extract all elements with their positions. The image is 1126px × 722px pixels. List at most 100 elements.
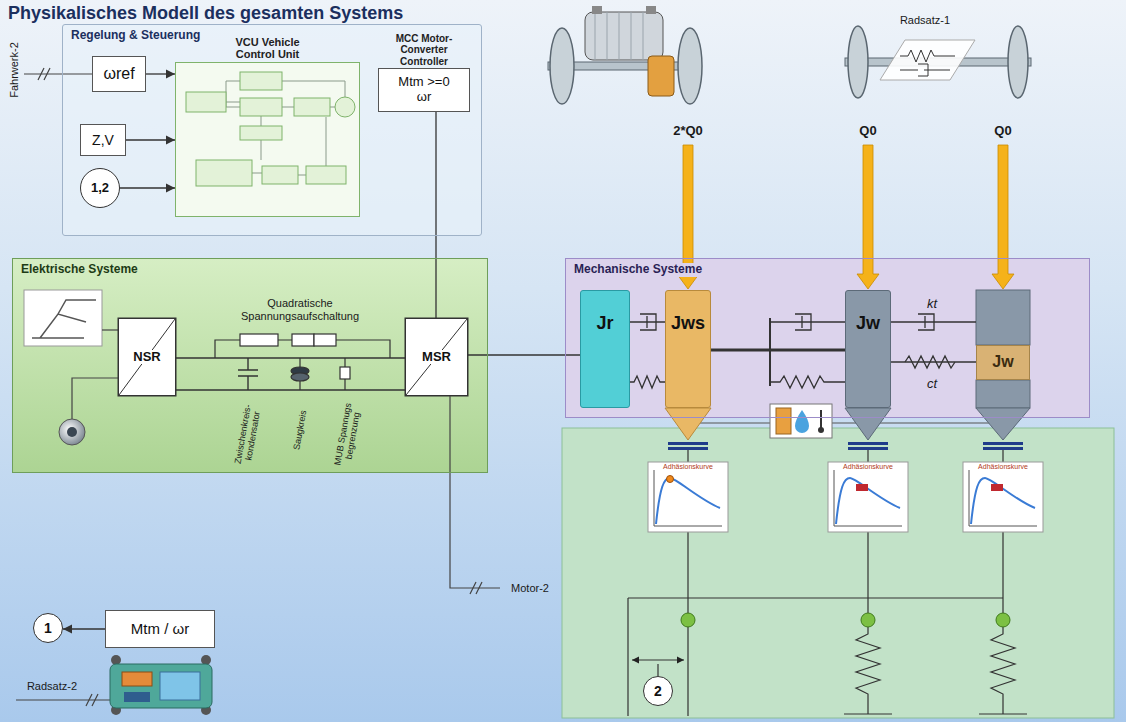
panel-fill bbox=[62, 24, 482, 236]
input-box: Z,V bbox=[80, 124, 126, 156]
capacitor-symbol bbox=[238, 358, 258, 390]
panel-fill bbox=[12, 258, 488, 473]
node-text: 2 bbox=[654, 683, 662, 699]
spring-damper bbox=[770, 314, 845, 330]
vehicle-control-unit: VCU Vehicle Control Unit bbox=[175, 62, 360, 217]
adhesion-chart bbox=[828, 462, 908, 532]
sensor-icons bbox=[770, 404, 832, 438]
support-dot bbox=[996, 613, 1010, 627]
resistor-symbol bbox=[240, 334, 278, 346]
vcu-block-diagram bbox=[294, 98, 330, 116]
support-dot bbox=[861, 613, 875, 627]
coupling-line bbox=[688, 422, 1003, 423]
resistor-symbol bbox=[292, 334, 314, 346]
motor-wheelset-picture bbox=[678, 28, 702, 104]
bogie-picture bbox=[160, 672, 200, 700]
contact-line bbox=[844, 627, 892, 714]
connector bbox=[468, 354, 580, 355]
pantograph-picture bbox=[24, 290, 102, 346]
contact-line bbox=[628, 597, 1003, 598]
control-panel: Regelung & SteuerungωrefZ,V1,2VCU Vehicl… bbox=[62, 24, 482, 236]
load-arrow bbox=[857, 145, 879, 289]
spring-damper bbox=[770, 376, 845, 388]
inertia-column bbox=[976, 290, 1030, 345]
vcu-block-diagram bbox=[175, 62, 360, 217]
adhesion-chart bbox=[963, 462, 1043, 532]
panel-fill bbox=[562, 428, 1114, 718]
panel-fill bbox=[12, 24, 1114, 718]
vcu-block-diagram bbox=[306, 166, 346, 184]
connector bbox=[176, 357, 405, 358]
component-label: Saugkreis bbox=[291, 409, 308, 450]
vcu-block-diagram bbox=[240, 98, 282, 116]
inertia-column bbox=[848, 442, 888, 445]
voltage-limiter-symbol bbox=[340, 358, 350, 390]
spring-damper bbox=[891, 314, 976, 330]
spring-damper bbox=[630, 376, 665, 388]
wheelset-picture bbox=[880, 40, 975, 80]
contact-line bbox=[627, 598, 628, 716]
motor-wheelset-picture bbox=[550, 28, 574, 104]
support-dot bbox=[681, 613, 695, 627]
contact-line bbox=[657, 664, 658, 676]
sensor-icons bbox=[818, 427, 824, 433]
connector bbox=[891, 361, 976, 362]
panel-fill bbox=[565, 258, 1090, 418]
inertia-column bbox=[668, 442, 708, 445]
connector bbox=[120, 187, 175, 188]
adhesion-chart bbox=[648, 462, 1043, 532]
wheelset-picture bbox=[848, 26, 868, 98]
inertia-column bbox=[976, 380, 1030, 408]
vcu-block-diagram bbox=[240, 72, 282, 90]
ground-symbol bbox=[59, 378, 118, 445]
wheelset-picture bbox=[900, 50, 955, 76]
sensor-icons bbox=[820, 410, 822, 428]
vcu-block-diagram bbox=[335, 97, 355, 117]
adhesion-chart bbox=[648, 462, 728, 532]
panel-heading: Mechanische Systeme bbox=[572, 263, 704, 277]
mechanical-panel: Mechanische SystemeJrJwsJwJw bbox=[565, 258, 1090, 418]
coupling-line bbox=[688, 422, 1003, 423]
wheelset-wire bbox=[86, 694, 98, 706]
inertia-block: Jr bbox=[580, 290, 630, 408]
inertia-column bbox=[845, 408, 891, 440]
sensor-icons bbox=[795, 410, 809, 433]
panel-heading: Regelung & Steuerung bbox=[69, 29, 202, 43]
connector bbox=[711, 349, 845, 352]
converter-symbol bbox=[405, 318, 468, 396]
motor-wheelset-picture bbox=[646, 6, 656, 14]
parameter-label: kt bbox=[927, 297, 937, 312]
pantograph-picture bbox=[24, 290, 118, 346]
vcu-block-diagram bbox=[240, 126, 282, 140]
motor-wheelset-picture bbox=[592, 6, 602, 14]
load-arrow bbox=[677, 145, 1014, 289]
ground-symbol bbox=[59, 419, 85, 445]
sensor-icons bbox=[770, 404, 832, 438]
vcu-block-diagram bbox=[175, 62, 360, 217]
wheelset-wire bbox=[16, 699, 110, 700]
adhesion-chart bbox=[856, 484, 868, 491]
load-label: 2*Q0 bbox=[673, 124, 703, 139]
signal-wire bbox=[24, 73, 92, 74]
adhesion-chart bbox=[991, 484, 1003, 491]
suction-circuit-symbol bbox=[291, 358, 309, 390]
bogie-picture bbox=[124, 692, 150, 702]
panel-heading: Elektrische Systeme bbox=[19, 263, 140, 277]
sensor-icons bbox=[776, 408, 791, 434]
resistor-symbol bbox=[314, 334, 336, 346]
adhesion-chart bbox=[971, 478, 1035, 524]
spring-damper bbox=[769, 318, 771, 386]
node-text: 1 bbox=[44, 620, 52, 636]
connector bbox=[126, 139, 175, 140]
signal-wire bbox=[24, 68, 92, 80]
node-text: Jws bbox=[671, 313, 705, 334]
bogie-picture bbox=[110, 655, 212, 715]
bogie-picture bbox=[122, 672, 152, 686]
wheelset-picture bbox=[845, 26, 1031, 98]
motor-wire bbox=[450, 396, 500, 594]
node-text: MSR bbox=[420, 350, 453, 365]
resistor-symbol bbox=[215, 334, 390, 358]
converter-symbol bbox=[119, 319, 175, 395]
vcu-block-diagram bbox=[262, 166, 298, 184]
